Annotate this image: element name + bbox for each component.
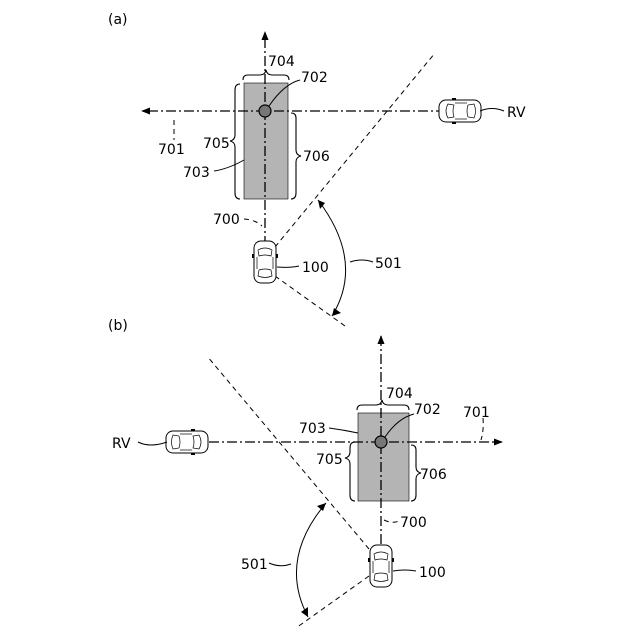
leader-rv [138,442,167,445]
bracket-705 [345,442,355,501]
range-arc-501 [296,503,326,617]
label-702: 702 [414,402,441,418]
panel-a: (a) 704 702 [108,12,526,326]
detection-boundary-upper [275,53,435,247]
leader-701 [481,418,483,440]
leader-703 [329,428,358,433]
own-vehicle-100 [368,545,394,587]
label-702: 702 [301,70,328,86]
own-vehicle-100 [252,241,278,283]
panel-b-label: (b) [108,318,128,334]
detection-boundary-lower [275,276,345,326]
label-700: 700 [400,515,427,531]
range-arc-501 [318,200,346,316]
label-700: 700 [213,212,240,228]
leader-100 [277,266,299,267]
label-703: 703 [183,165,210,181]
label-501: 501 [375,256,402,272]
label-706: 706 [420,467,447,483]
leader-501 [269,563,291,566]
label-703: 703 [299,421,326,437]
leader-700 [384,520,399,522]
remote-vehicle-rv [166,429,208,455]
leader-703 [214,160,244,171]
label-704: 704 [386,386,413,402]
remote-vehicle-rv [439,98,481,124]
zone-703 [244,83,288,199]
panel-a-label: (a) [108,12,128,28]
label-rv: RV [507,105,526,121]
leader-501 [350,260,373,262]
zone-703 [358,413,409,501]
point-702 [259,105,271,117]
label-701: 701 [158,142,185,158]
label-705: 705 [203,136,230,152]
detection-boundary-upper [207,356,369,549]
label-706: 706 [303,149,330,165]
bracket-705 [230,84,240,199]
label-rv: RV [112,436,131,452]
bracket-704 [243,70,289,80]
leader-700 [244,219,262,226]
leader-rv [480,109,504,112]
bracket-706 [291,113,301,199]
label-100: 100 [419,565,446,581]
label-704: 704 [268,54,295,70]
label-100: 100 [302,260,329,276]
point-702 [375,436,387,448]
label-501: 501 [241,557,268,573]
label-705: 705 [316,452,343,468]
label-701: 701 [463,405,490,421]
leader-100 [393,570,416,571]
detection-boundary-lower [296,576,369,628]
panel-b: (b) 704 702 [108,318,502,628]
